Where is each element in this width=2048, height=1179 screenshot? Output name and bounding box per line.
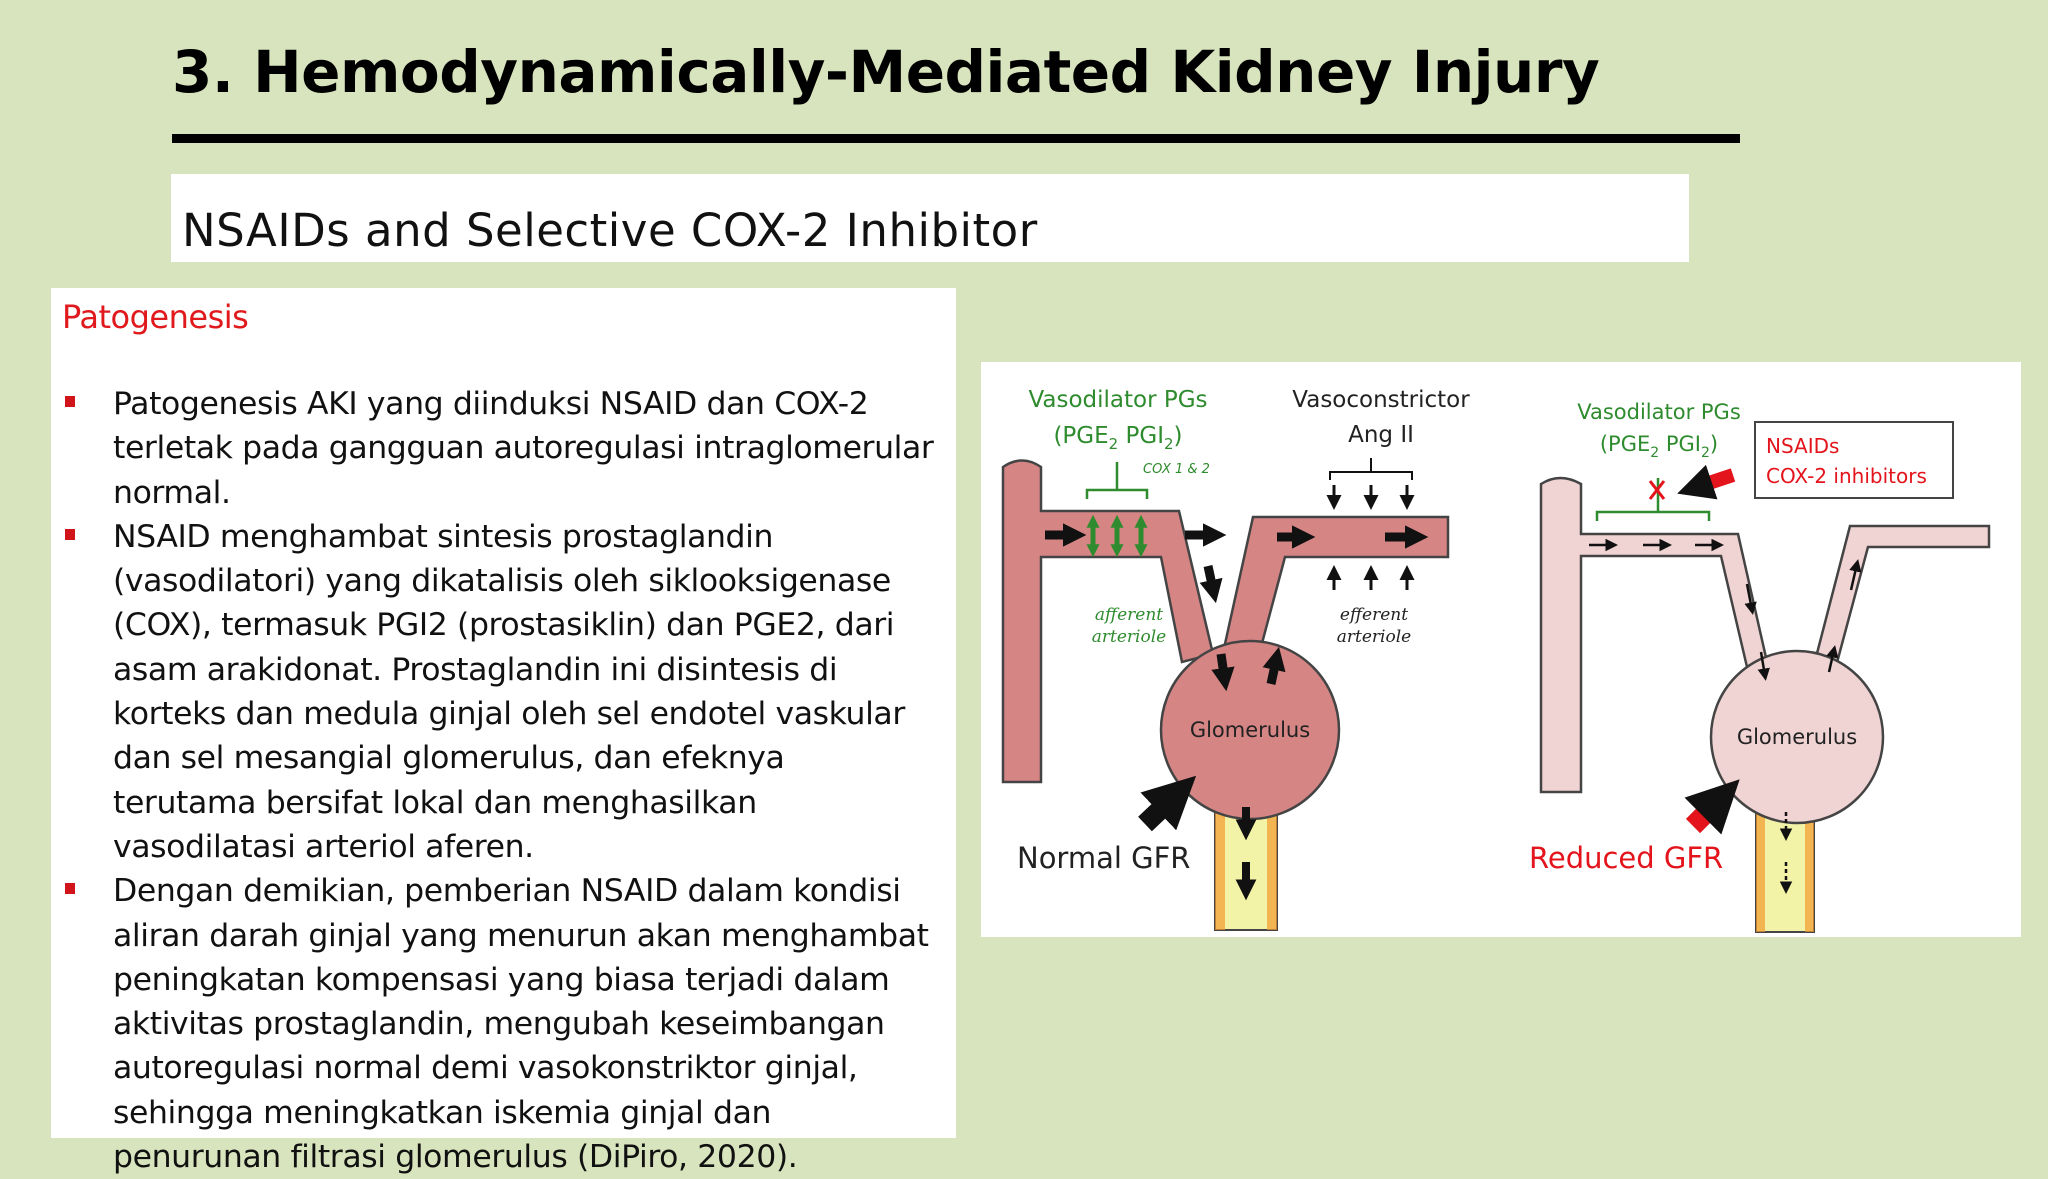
prostaglandin-label-reduced: (PGE2 PGI2) [1600, 432, 1718, 461]
bullet-text: NSAID menghambat sintesis prostaglandin … [113, 518, 905, 865]
slide-subtitle: NSAIDs and Selective COX-2 Inhibitor [182, 204, 1038, 257]
title-underline [172, 134, 1740, 143]
slide-title: 3. Hemodynamically-Mediated Kidney Injur… [172, 38, 1600, 106]
bullet-list: Patogenesis AKI yang diinduksi NSAID dan… [51, 382, 956, 1179]
bullet-item: NSAID menghambat sintesis prostaglandin … [51, 515, 956, 869]
tubule-reduced [1755, 803, 1815, 933]
reduced-gfr-label: Reduced GFR [1529, 841, 1723, 875]
cox2-inhibitors-label: COX-2 inhibitors [1766, 464, 1927, 488]
bullet-square-icon [65, 396, 75, 407]
text-panel: Patogenesis Patogenesis AKI yang diinduk… [51, 288, 956, 1175]
glomerulus-label-reduced: Glomerulus [1737, 725, 1857, 749]
glomerulus-reduced [1709, 649, 1885, 825]
bullet-item: Dengan demikian, pemberian NSAID dalam k… [51, 869, 956, 1179]
ang-ii-label: Ang II [1348, 422, 1414, 448]
blocked-x-icon [1648, 480, 1666, 500]
kidney-diagram-figure: Vasodilator PGs (PGE2 PGI2) COX 1 & 2 Va… [981, 362, 2021, 937]
nsaids-label-box [1754, 421, 1954, 499]
bullet-square-icon [65, 528, 75, 540]
normal-panel: Vasodilator PGs (PGE2 PGI2) COX 1 & 2 Va… [1001, 387, 1470, 931]
efferent-vessel-reduced [1812, 524, 1991, 672]
bullet-square-icon [65, 883, 75, 895]
vasodilator-label-normal: Vasodilator PGs [1028, 387, 1207, 413]
afferent-label-line1: afferent [1095, 605, 1163, 625]
prostaglandin-label-normal: (PGE2 PGI2) [1053, 423, 1182, 453]
afferent-vessel-normal [1001, 459, 1215, 784]
afferent-vessel-reduced [1539, 476, 1769, 794]
kidney-diagram: Vasodilator PGs (PGE2 PGI2) COX 1 & 2 Va… [1001, 387, 1991, 933]
section-heading: Patogenesis [62, 298, 249, 336]
nsaids-label: NSAIDs [1766, 434, 1839, 458]
afferent-label-line2: arteriole [1092, 627, 1166, 647]
bullet-item: Patogenesis AKI yang diinduksi NSAID dan… [51, 382, 956, 515]
subtitle-banner: NSAIDs and Selective COX-2 Inhibitor [171, 174, 1689, 262]
vasoconstrictor-label: Vasoconstrictor [1292, 387, 1470, 413]
bullet-text: Dengan demikian, pemberian NSAID dalam k… [113, 873, 929, 1176]
glomerulus-label-normal: Glomerulus [1190, 718, 1310, 742]
bullet-text: Patogenesis AKI yang diinduksi NSAID dan… [113, 386, 934, 511]
efferent-label-line2: arteriole [1337, 627, 1411, 647]
efferent-label-line1: efferent [1340, 605, 1408, 625]
vasodilator-label-reduced: Vasodilator PGs [1577, 400, 1741, 424]
normal-gfr-label: Normal GFR [1017, 841, 1190, 875]
cox-label: COX 1 & 2 [1143, 462, 1210, 477]
reduced-panel: NSAIDs COX-2 inhibitors Vasodilator PGs … [1529, 400, 1991, 933]
